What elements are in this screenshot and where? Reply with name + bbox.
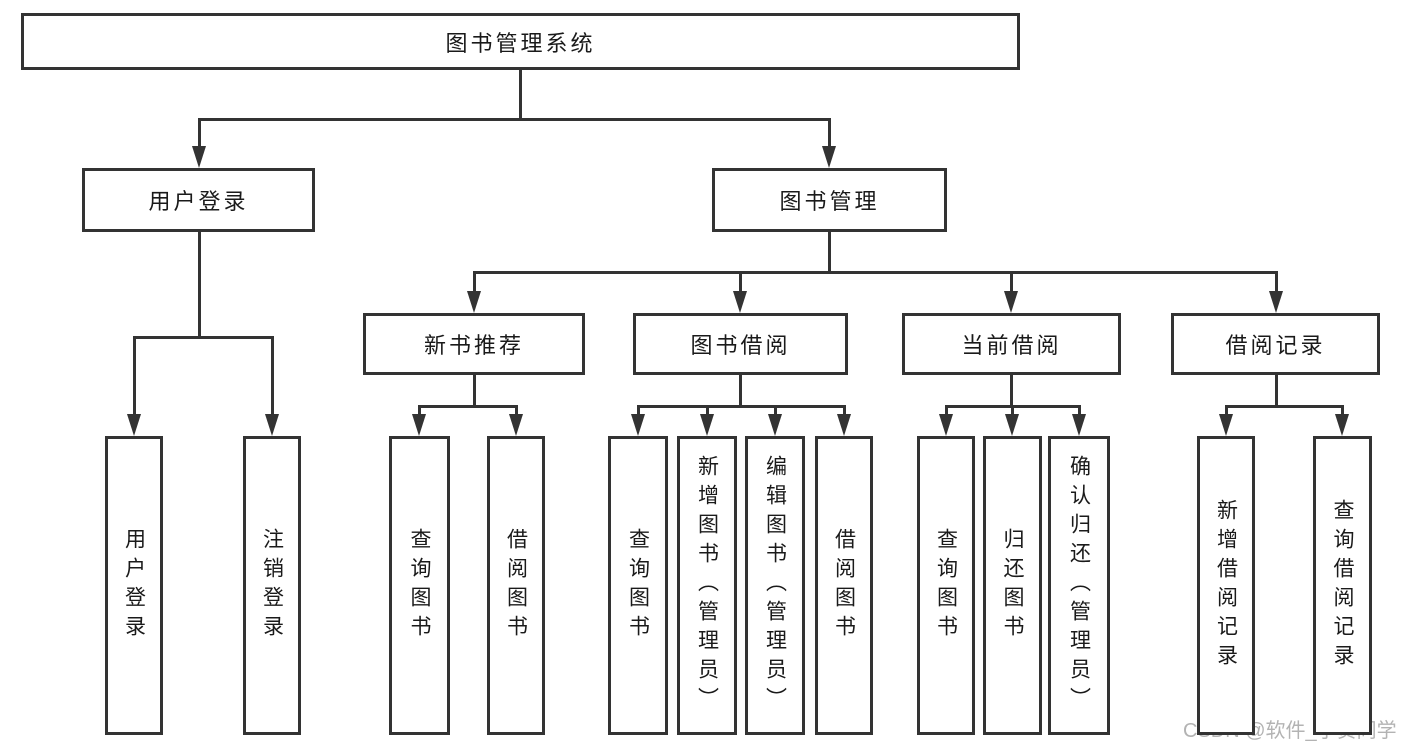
connector-line <box>739 375 742 408</box>
arrowhead-icon <box>1269 291 1283 313</box>
node-label: 借阅图书 <box>504 527 528 644</box>
connector-line <box>1011 405 1014 418</box>
arrowhead-icon <box>768 414 782 436</box>
connector-line <box>418 405 421 418</box>
connector-line <box>1010 375 1013 408</box>
node-label: 图书借阅 <box>690 333 791 358</box>
connector-line <box>1341 405 1344 418</box>
node-current-borrow: 当前借阅 <box>902 313 1121 375</box>
connector-line <box>271 336 274 418</box>
node-leaf-logout: 注销登录 <box>243 436 301 735</box>
node-root: 图书管理系统 <box>21 13 1020 70</box>
node-label: 当前借阅 <box>961 333 1062 358</box>
node-label: 用户登录 <box>122 527 146 644</box>
node-leaf-edit-book: 编辑图书（管理员） <box>745 436 805 735</box>
node-label: 编辑图书（管理员） <box>763 455 787 716</box>
connector-line <box>198 118 831 121</box>
connector-line <box>473 375 476 408</box>
connector-line <box>1275 375 1278 408</box>
arrowhead-icon <box>127 414 141 436</box>
arrowhead-icon <box>1005 414 1019 436</box>
connector-line <box>828 232 831 274</box>
connector-line <box>1275 271 1278 295</box>
node-label: 归还图书 <box>1001 527 1024 644</box>
arrowhead-icon <box>822 146 836 168</box>
arrowhead-icon <box>1219 414 1233 436</box>
arrowhead-icon <box>1335 414 1349 436</box>
node-label: 确认归还（管理员） <box>1067 455 1091 716</box>
arrowhead-icon <box>1004 291 1018 313</box>
connector-line <box>515 405 518 418</box>
node-label: 查询图书 <box>934 527 958 644</box>
node-book-management: 图书管理 <box>712 168 947 232</box>
connector-line <box>133 336 274 339</box>
connector-line <box>473 271 1278 274</box>
connector-line <box>1225 405 1344 408</box>
node-label: 查询借阅记录 <box>1331 498 1354 673</box>
node-new-book-recommend: 新书推荐 <box>363 313 585 375</box>
node-leaf-confirm-return: 确认归还（管理员） <box>1048 436 1110 735</box>
connector-line <box>1010 271 1013 295</box>
connector-line <box>198 232 201 339</box>
node-borrow-record: 借阅记录 <box>1171 313 1380 375</box>
connector-line <box>473 271 476 295</box>
arrowhead-icon <box>939 414 953 436</box>
node-label: 借阅图书 <box>832 527 856 644</box>
connector-line <box>706 405 709 418</box>
arrowhead-icon <box>412 414 426 436</box>
node-leaf-query-book-3: 查询图书 <box>917 436 975 735</box>
connector-line <box>418 405 518 408</box>
connector-line <box>945 405 948 418</box>
arrowhead-icon <box>700 414 714 436</box>
node-label: 查询图书 <box>626 527 650 644</box>
connector-line <box>1225 405 1228 418</box>
arrowhead-icon <box>509 414 523 436</box>
connector-line <box>198 118 201 150</box>
node-label: 新书推荐 <box>423 333 524 358</box>
node-user-login: 用户登录 <box>82 168 315 232</box>
arrowhead-icon <box>837 414 851 436</box>
arrowhead-icon <box>631 414 645 436</box>
node-leaf-query-book-2: 查询图书 <box>608 436 668 735</box>
connector-line <box>774 405 777 418</box>
arrowhead-icon <box>733 291 747 313</box>
node-leaf-borrow-book-2: 借阅图书 <box>815 436 873 735</box>
node-leaf-user-login: 用户登录 <box>105 436 163 735</box>
node-leaf-return-book: 归还图书 <box>983 436 1042 735</box>
node-label: 新增借阅记录 <box>1214 498 1238 673</box>
node-label: 图书管理系统 <box>445 30 596 56</box>
connector-line <box>637 405 640 418</box>
node-leaf-query-book-1: 查询图书 <box>389 436 450 735</box>
connector-line <box>828 118 831 150</box>
node-label: 借阅记录 <box>1225 333 1326 358</box>
arrowhead-icon <box>265 414 279 436</box>
node-label: 注销登录 <box>260 527 284 644</box>
connector-line <box>843 405 846 418</box>
connector-line <box>739 271 742 295</box>
node-book-borrow: 图书借阅 <box>633 313 848 375</box>
node-leaf-add-book: 新增图书（管理员） <box>677 436 737 735</box>
node-leaf-query-record: 查询借阅记录 <box>1313 436 1372 735</box>
node-leaf-borrow-book-1: 借阅图书 <box>487 436 545 735</box>
connector-line <box>133 336 136 418</box>
arrowhead-icon <box>192 146 206 168</box>
node-label: 用户登录 <box>148 189 249 214</box>
node-label: 查询图书 <box>408 527 431 644</box>
node-leaf-add-record: 新增借阅记录 <box>1197 436 1255 735</box>
node-label: 新增图书（管理员） <box>695 455 719 716</box>
arrowhead-icon <box>467 291 481 313</box>
connector-line <box>519 70 522 121</box>
node-label: 图书管理 <box>779 189 880 214</box>
arrowhead-icon <box>1072 414 1086 436</box>
connector-line <box>637 405 846 408</box>
connector-line <box>1078 405 1081 418</box>
